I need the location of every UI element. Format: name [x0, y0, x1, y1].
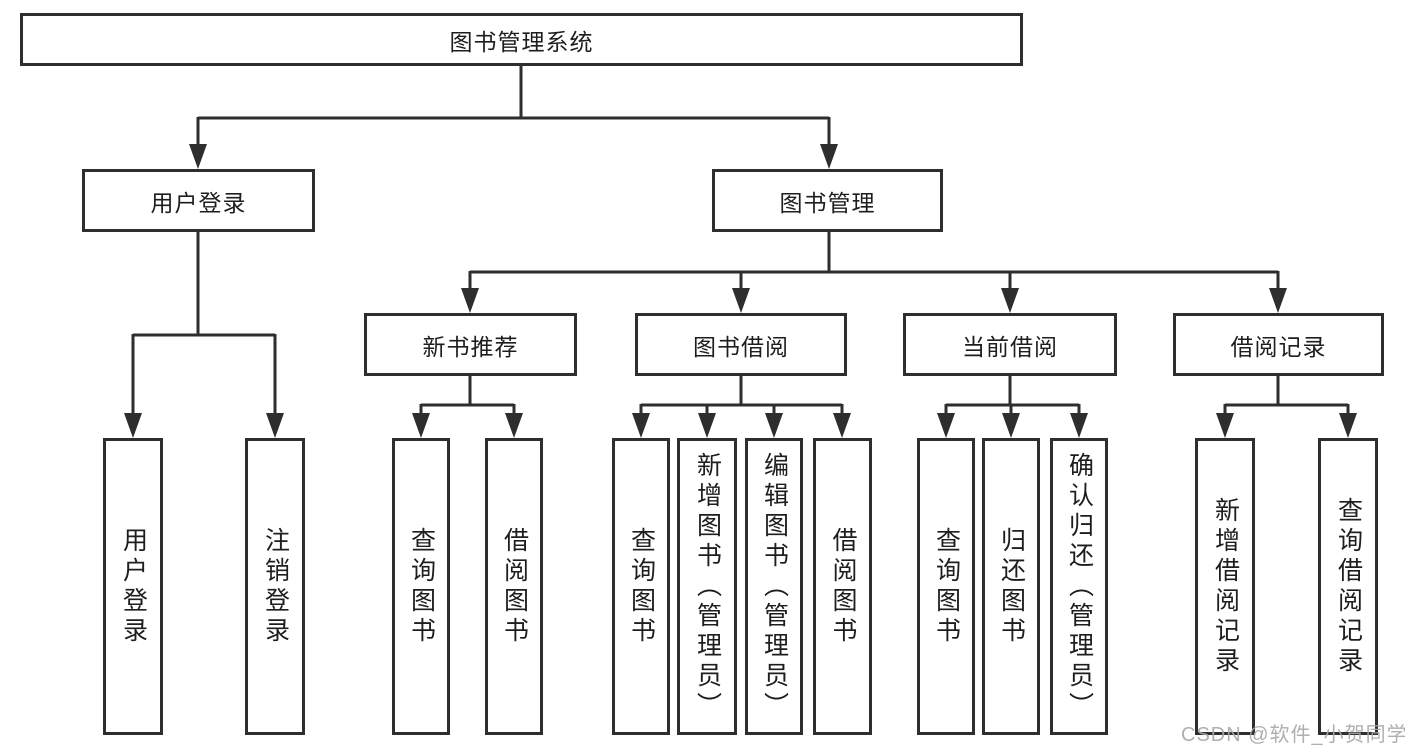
leaf-query-books-2: 查询图书	[612, 438, 670, 735]
arrowheads	[124, 144, 1357, 438]
leaf-query-books-3: 查询图书	[917, 438, 975, 735]
leaf-add-books-admin: 新增图书（管理员）	[677, 438, 737, 735]
leaf-edit-books-admin: 编辑图书（管理员）	[745, 438, 803, 735]
node-book-borrow: 图书借阅	[635, 313, 847, 376]
node-book-management: 图书管理	[712, 169, 943, 232]
node-root-system: 图书管理系统	[20, 13, 1023, 66]
node-current-borrow: 当前借阅	[903, 313, 1117, 376]
leaf-user-login: 用户登录	[103, 438, 163, 735]
leaf-query-books-1: 查询图书	[392, 438, 450, 735]
node-user-login: 用户登录	[82, 169, 315, 232]
leaf-query-borrow-record: 查询借阅记录	[1318, 438, 1378, 735]
tree-edges	[131, 66, 1350, 414]
leaf-borrow-books-2: 借阅图书	[813, 438, 872, 735]
leaf-logout: 注销登录	[245, 438, 305, 735]
node-borrow-record: 借阅记录	[1173, 313, 1384, 376]
leaf-return-books: 归还图书	[982, 438, 1040, 735]
leaf-confirm-return-admin: 确认归还（管理员）	[1050, 438, 1108, 735]
leaf-borrow-books-1: 借阅图书	[485, 438, 543, 735]
node-new-book-recommend: 新书推荐	[364, 313, 577, 376]
csdn-watermark: CSDN @软件_小贺同学	[1181, 724, 1405, 746]
leaf-add-borrow-record: 新增借阅记录	[1195, 438, 1255, 735]
